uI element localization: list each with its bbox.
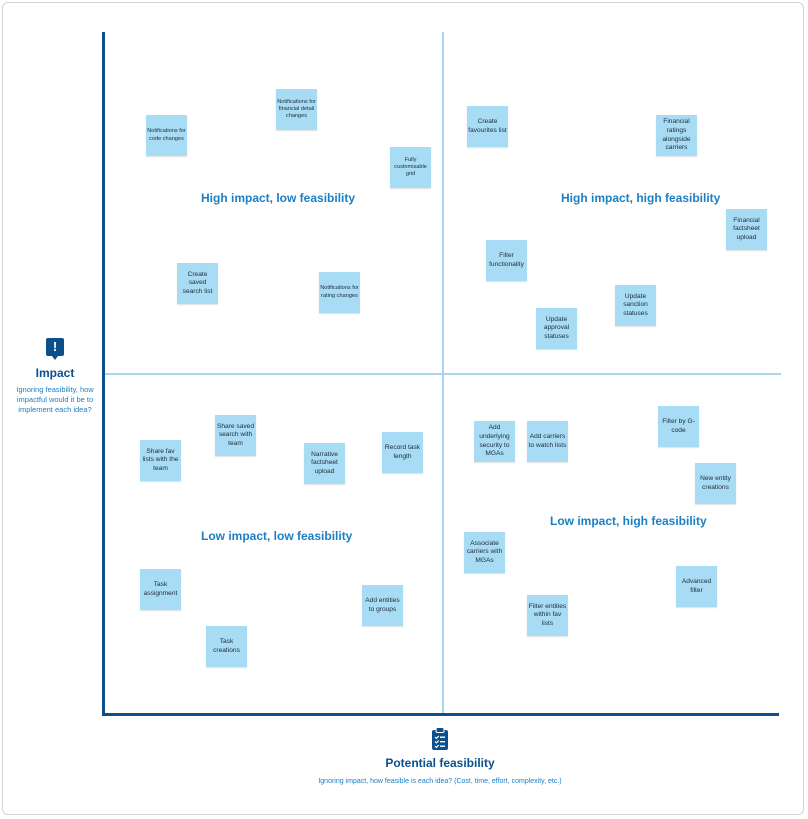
sticky-note[interactable]: Financial factsheet upload bbox=[726, 209, 767, 250]
sticky-note[interactable]: Share fav lists with the team bbox=[140, 440, 181, 481]
vertical-divider bbox=[442, 32, 444, 713]
exclamation-icon: ! bbox=[46, 338, 64, 360]
impact-axis-subtitle: Ignoring feasibility, how impactful woul… bbox=[16, 385, 94, 414]
sticky-note[interactable]: Task assignment bbox=[140, 569, 181, 610]
feasibility-axis bbox=[102, 713, 779, 716]
sticky-note[interactable]: Narrative factsheet upload bbox=[304, 443, 345, 484]
sticky-note[interactable]: Record task length bbox=[382, 432, 423, 473]
sticky-note[interactable]: Task creations bbox=[206, 626, 247, 667]
impact-axis-legend: ! Impact Ignoring feasibility, how impac… bbox=[14, 338, 96, 414]
sticky-note[interactable]: Add carriers to watch lists bbox=[527, 421, 568, 462]
sticky-note[interactable]: Filter functionality bbox=[486, 240, 527, 281]
quadrant-label-high-impact-high-feasibility: High impact, high feasibility bbox=[561, 191, 721, 205]
sticky-note[interactable]: Update sanction statuses bbox=[615, 285, 656, 326]
sticky-note[interactable]: Create favourites list bbox=[467, 106, 508, 147]
quadrant-label-low-impact-low-feasibility: Low impact, low feasibility bbox=[201, 529, 353, 543]
sticky-note[interactable]: Add entities to groups bbox=[362, 585, 403, 626]
impact-axis bbox=[102, 32, 105, 716]
sticky-note[interactable]: Share saved search with team bbox=[215, 415, 256, 456]
sticky-note[interactable]: New entity creations bbox=[695, 463, 736, 504]
sticky-note[interactable]: Advanced filter bbox=[676, 566, 717, 607]
sticky-note[interactable]: Fully customisable grid bbox=[390, 147, 431, 188]
quadrant-label-high-impact-low-feasibility: High impact, low feasibility bbox=[201, 191, 356, 205]
impact-axis-title: Impact bbox=[35, 366, 75, 380]
sticky-note[interactable]: Filter entities within fav lists bbox=[527, 595, 568, 636]
quadrant-label-low-impact-high-feasibility: Low impact, high feasibility bbox=[550, 514, 707, 528]
feasibility-axis-title: Potential feasibility bbox=[385, 756, 495, 770]
sticky-note[interactable]: Create saved search list bbox=[177, 263, 218, 304]
feasibility-axis-subtitle: Ignoring impact, how feasible is each id… bbox=[318, 778, 562, 785]
sticky-note[interactable]: Filter by G-code bbox=[658, 406, 699, 447]
horizontal-divider bbox=[105, 373, 781, 375]
sticky-note[interactable]: Notifications for code changes bbox=[146, 115, 187, 156]
sticky-note[interactable]: Add underlying security to MGAs bbox=[474, 421, 515, 462]
sticky-note[interactable]: Associate carriers with MGAs bbox=[464, 532, 505, 573]
sticky-note[interactable]: Notifications for rating changes bbox=[319, 272, 360, 313]
sticky-note[interactable]: Update approval statuses bbox=[536, 308, 577, 349]
sticky-note[interactable]: Financial ratings alongside carriers bbox=[656, 115, 697, 156]
feasibility-axis-legend: Potential feasibility Ignoring impact, h… bbox=[250, 727, 630, 785]
clipboard-checklist-icon bbox=[431, 727, 449, 751]
sticky-note[interactable]: Notifications for financial detail chang… bbox=[276, 89, 317, 130]
